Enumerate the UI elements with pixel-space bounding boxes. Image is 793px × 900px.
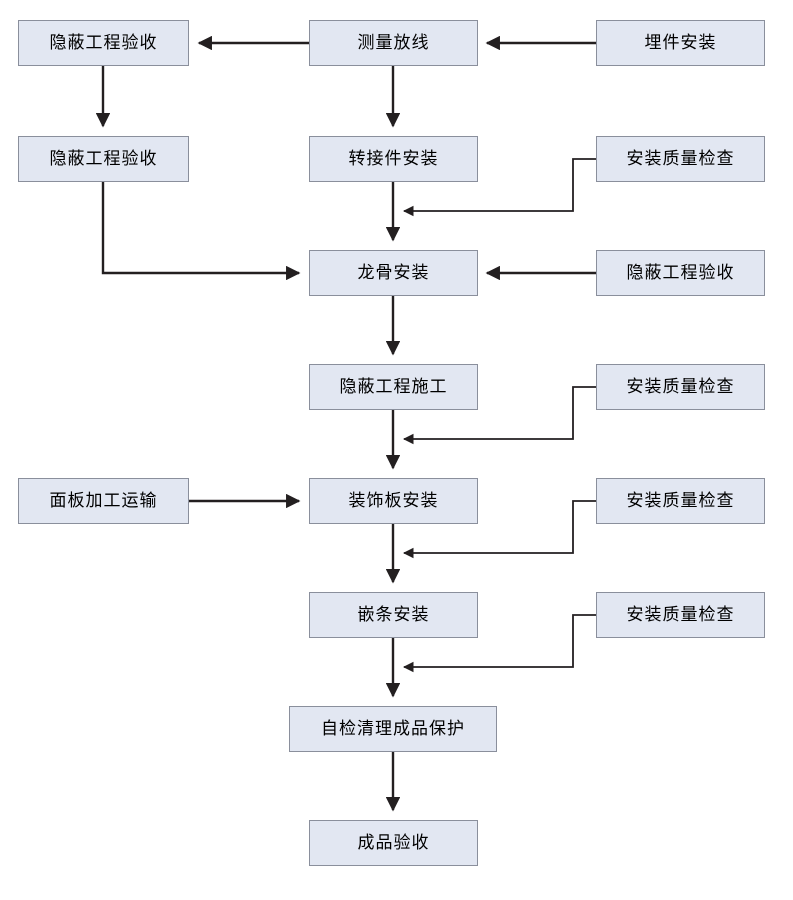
edge-zhiliang-r2-to-main bbox=[402, 158, 596, 217]
flow-node-label: 龙骨安装 bbox=[357, 262, 430, 283]
flow-node-label: 安装质量检查 bbox=[626, 148, 735, 169]
flow-node-yinbi-gongcheng-yanshou-2[interactable]: 隐蔽工程验收 bbox=[18, 136, 189, 182]
flow-node-label: 成品验收 bbox=[357, 832, 430, 853]
edge-zhiliang-r4-to-main bbox=[402, 386, 596, 445]
flow-node-label: 隐蔽工程验收 bbox=[49, 148, 158, 169]
flow-node-label: 装饰板安装 bbox=[348, 490, 439, 511]
flow-node-mianban-jiagong-yunshu[interactable]: 面板加工运输 bbox=[18, 478, 189, 524]
flow-node-label: 隐蔽工程施工 bbox=[339, 376, 448, 397]
flow-node-zijian-qingli-chengpin-baohu[interactable]: 自检清理成品保护 bbox=[289, 706, 497, 752]
flow-node-label: 转接件安装 bbox=[348, 148, 439, 169]
flow-node-anzhuang-zhiliang-jiancha-3[interactable]: 安装质量检查 bbox=[596, 478, 765, 524]
edge-yinbi2-to-longgu bbox=[101, 182, 301, 281]
flow-node-label: 隐蔽工程验收 bbox=[49, 32, 158, 53]
flow-node-label: 自检清理成品保护 bbox=[321, 718, 465, 739]
flow-node-qiantiao-anzhuang[interactable]: 嵌条安装 bbox=[309, 592, 478, 638]
flow-node-label: 埋件安装 bbox=[644, 32, 717, 53]
edge-zhiliang-r6-to-main bbox=[402, 614, 596, 673]
flow-node-label: 测量放线 bbox=[357, 32, 430, 53]
flow-node-zhuangshiban-anzhuang[interactable]: 装饰板安装 bbox=[309, 478, 478, 524]
flow-node-yinbi-gongcheng-yanshou-1[interactable]: 隐蔽工程验收 bbox=[18, 20, 189, 66]
edge-zhiliang-r5-to-main bbox=[402, 500, 596, 559]
flow-node-longgu-anzhuang[interactable]: 龙骨安装 bbox=[309, 250, 478, 296]
flow-node-celiang-fangxian[interactable]: 测量放线 bbox=[309, 20, 478, 66]
flow-node-label: 安装质量检查 bbox=[626, 490, 735, 511]
flow-node-anzhuang-zhiliang-jiancha-2[interactable]: 安装质量检查 bbox=[596, 364, 765, 410]
flow-node-anzhuang-zhiliang-jiancha-4[interactable]: 安装质量检查 bbox=[596, 592, 765, 638]
flow-node-label: 隐蔽工程验收 bbox=[626, 262, 735, 283]
flow-node-anzhuang-zhiliang-jiancha-1[interactable]: 安装质量检查 bbox=[596, 136, 765, 182]
flow-node-label: 安装质量检查 bbox=[626, 604, 735, 625]
flow-node-label: 面板加工运输 bbox=[49, 490, 158, 511]
flow-node-label: 安装质量检查 bbox=[626, 376, 735, 397]
flow-node-label: 嵌条安装 bbox=[357, 604, 430, 625]
flow-node-zhuanjiejian-anzhuang[interactable]: 转接件安装 bbox=[309, 136, 478, 182]
flow-node-yinbi-gongcheng-shigong[interactable]: 隐蔽工程施工 bbox=[309, 364, 478, 410]
flow-node-maijian-anzhuang[interactable]: 埋件安装 bbox=[596, 20, 765, 66]
flow-node-yinbi-gongcheng-yanshou-3[interactable]: 隐蔽工程验收 bbox=[596, 250, 765, 296]
flow-node-chengpin-yanshou[interactable]: 成品验收 bbox=[309, 820, 478, 866]
